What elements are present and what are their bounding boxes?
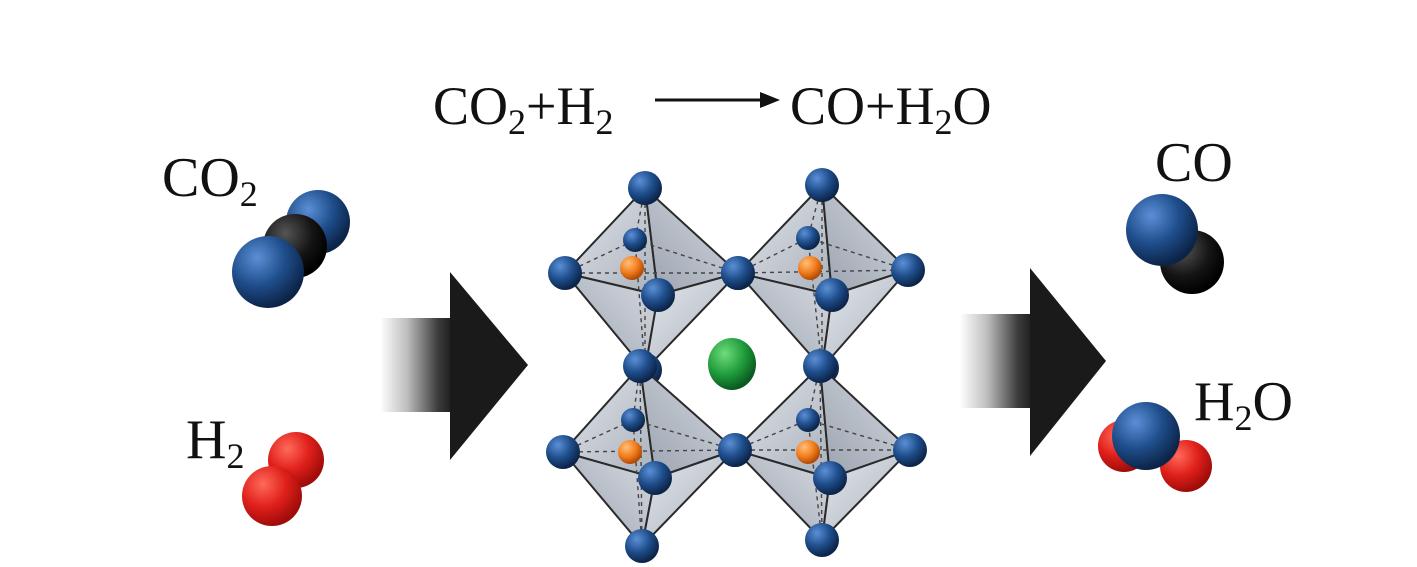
block-arrow-right-icon xyxy=(380,272,528,460)
oxygen-atom xyxy=(721,256,755,290)
octahedron-edge xyxy=(737,237,809,274)
oxygen-atom xyxy=(625,529,659,563)
b-site-atom xyxy=(798,256,822,280)
svg-text:CO2+H2: CO2+H2 xyxy=(433,76,613,142)
octahedron-face xyxy=(820,449,911,543)
oxygen-atom xyxy=(805,168,839,202)
oxygen-atom xyxy=(548,256,582,290)
co-molecule-icon xyxy=(1126,194,1224,294)
octahedron-edge xyxy=(807,237,909,271)
oxygen-atom xyxy=(718,433,752,467)
oxygen-atom xyxy=(638,461,672,495)
oxygen-atom xyxy=(546,435,580,469)
oxygen-atom xyxy=(813,461,847,495)
octahedron-edge xyxy=(634,239,646,371)
h2o-molecule-icon xyxy=(1098,402,1212,492)
oxygen-atom xyxy=(621,408,645,432)
co2-molecule-icon xyxy=(232,190,350,308)
octahedron-edge xyxy=(807,237,823,369)
oxygen-atom xyxy=(891,253,925,287)
reaction-equation: CO2+H2 CO+H2O xyxy=(433,76,991,142)
block-arrow-right-icon-2 xyxy=(960,268,1106,456)
oxygen-atom xyxy=(893,433,927,467)
eq-sub-2b: 2 xyxy=(595,102,613,142)
eq-sub-2a: 2 xyxy=(508,102,526,142)
octahedron-face xyxy=(640,449,736,550)
oxygen-atom xyxy=(803,349,837,383)
octahedron-edge xyxy=(634,239,739,274)
oxygen-atom xyxy=(805,523,839,557)
b-site-atom xyxy=(620,256,644,280)
octahedron-edge xyxy=(734,419,809,451)
eq-product-o: O xyxy=(952,76,991,136)
oxygen-atom xyxy=(623,349,657,383)
octahedron-edge xyxy=(807,419,911,451)
octahedron-edge xyxy=(564,239,636,274)
svg-text:CO+H2O: CO+H2O xyxy=(790,76,991,142)
eq-product-co-h: CO+H xyxy=(790,76,934,136)
label-h2: H2 xyxy=(186,409,244,476)
perovskite-octahedra-icon xyxy=(546,168,927,563)
eq-sub-2c: 2 xyxy=(934,102,952,142)
oxygen-atom xyxy=(815,278,849,312)
oxygen-atom xyxy=(641,278,675,312)
octahedron-edge xyxy=(562,419,634,453)
oxygen-atom xyxy=(628,171,662,205)
line-arrow-right-icon xyxy=(655,92,780,108)
b-site-atom xyxy=(796,440,820,464)
label-co: CO xyxy=(1155,132,1233,194)
octahedron-edge xyxy=(819,365,823,541)
label-h2o: H2O xyxy=(1194,371,1293,438)
b-site-atom xyxy=(618,440,642,464)
octahedron-edge xyxy=(632,419,736,451)
oxygen-atom xyxy=(796,226,820,250)
h2-molecule-icon xyxy=(242,432,324,526)
oxygen-atom xyxy=(623,228,647,252)
label-co2: CO2 xyxy=(162,147,258,214)
a-site-atom xyxy=(708,338,756,390)
eq-reactant-co: CO xyxy=(433,76,508,136)
oxygen-atom xyxy=(796,408,820,432)
eq-plus-h: +H xyxy=(526,76,595,136)
